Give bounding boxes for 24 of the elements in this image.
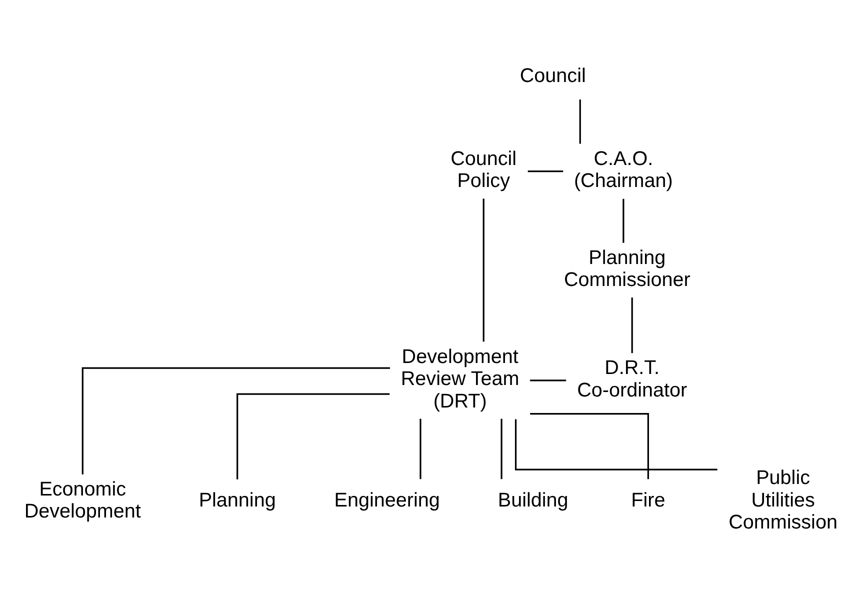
node-text: D.R.T. Co-ordinator [577,356,688,402]
node-text: Economic Development [24,478,141,523]
connector [622,198,624,243]
connector [528,170,564,172]
node-text: Planning [198,489,276,512]
connector [530,413,649,480]
node-text: Building [498,489,568,512]
connector [420,418,422,480]
node-text: Fire [631,489,666,512]
node-text: Council Policy [450,148,517,192]
node-text: Engineering [334,489,440,512]
connector [482,198,484,342]
node-text: Council [520,64,586,87]
connector [500,418,502,480]
connector [579,100,581,144]
node-text: Development Review Team (DRT) [400,346,520,412]
connector [514,419,718,470]
node-text: Planning Commissioner [564,246,690,292]
connector [82,367,390,474]
node-text: C.A.O. (Chairman) [574,148,673,192]
connector [530,380,566,382]
connector [631,298,633,354]
node-text: Public Utilities Commission [728,467,838,534]
connector [236,393,390,480]
